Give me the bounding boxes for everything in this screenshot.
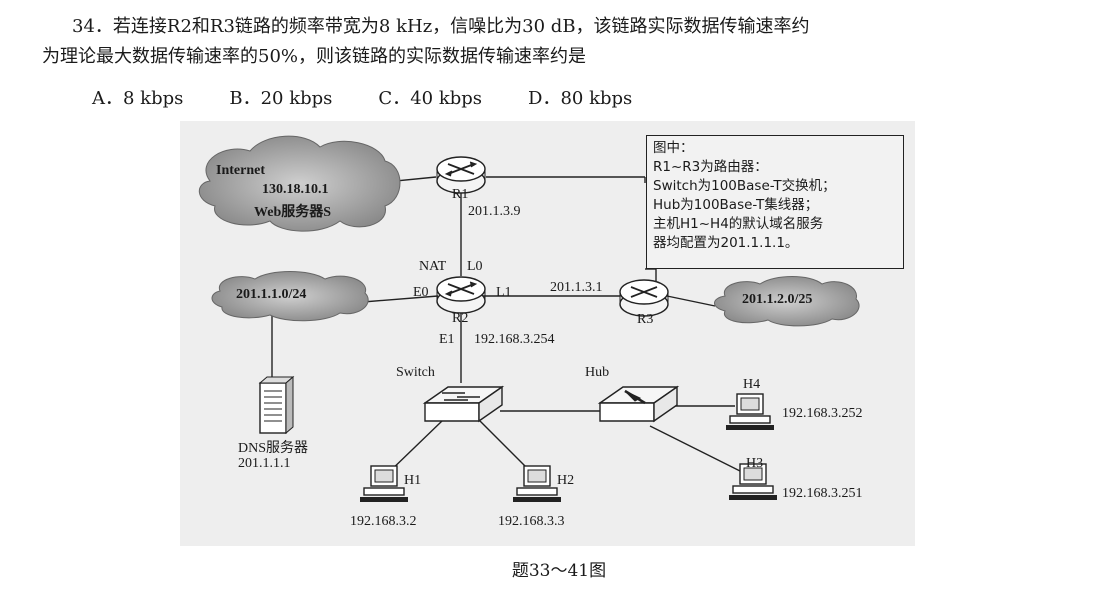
legend-box: 图中： R1~R3为路由器： Switch为100Base-T交换机； Hub为…	[646, 135, 904, 269]
h1-label: H1	[404, 473, 422, 488]
switch-label: Switch	[396, 365, 435, 380]
h2-label: H2	[557, 473, 575, 488]
r2-label: R2	[452, 311, 469, 326]
figure-caption: 题33～41图	[511, 561, 607, 581]
web-server-ip: 130.18.10.1	[262, 182, 329, 197]
router-r1-icon	[436, 156, 486, 194]
link-hub-h3	[649, 425, 741, 472]
r1-label: R1	[452, 187, 469, 202]
option-b[interactable]: B．20 kbps	[229, 88, 333, 109]
option-c[interactable]: C．40 kbps	[378, 88, 483, 109]
internet-cloud	[198, 135, 401, 232]
question-text: 34．若连接R2和R3链路的频率带宽为8 kHz，信噪比为30 dB，该链路实际…	[42, 12, 1082, 72]
switch-icon	[422, 385, 505, 423]
link-r3-net	[666, 295, 716, 307]
r1-ip-label: 201.1.3.9	[468, 204, 521, 219]
l0-label: L0	[467, 259, 483, 274]
host-h2-icon	[513, 465, 561, 502]
host-h3-icon	[729, 463, 777, 500]
l1-label: L1	[496, 285, 512, 300]
lan-cloud-left	[211, 271, 369, 322]
option-d[interactable]: D．80 kbps	[528, 88, 633, 109]
h1-ip-label: 192.168.3.2	[350, 514, 417, 529]
dns-server-icon	[258, 375, 295, 435]
h3-label: H3	[746, 456, 764, 471]
r2-e1-ip-label: 192.168.3.254	[474, 332, 555, 347]
r3-label: R3	[637, 312, 654, 327]
e1-label: E1	[439, 332, 455, 347]
h2-ip-label: 192.168.3.3	[498, 514, 565, 529]
net-right-label: 201.1.2.0/25	[742, 292, 813, 307]
legend-title: 图中：	[653, 140, 694, 156]
hub-icon	[597, 385, 680, 423]
net-left-label: 201.1.1.0/24	[236, 287, 307, 302]
dns-ip-label: 201.1.1.1	[238, 456, 291, 471]
router-r2-icon	[436, 276, 486, 314]
diagram-graphics	[198, 135, 860, 502]
question-line-1: 34．若连接R2和R3链路的频率带宽为8 kHz，信噪比为30 dB，该链路实际…	[72, 16, 810, 37]
question-line-2: 为理论最大数据传输速率的50%，则该链路的实际数据传输速率约是	[42, 46, 587, 67]
internet-label: Internet	[216, 163, 265, 178]
router-r3-icon	[619, 279, 669, 317]
answer-options: A．8 kbps B．20 kbps C．40 kbps D．80 kbps	[92, 84, 632, 110]
host-h4-icon	[726, 393, 774, 430]
host-h1-icon	[360, 465, 408, 502]
hub-label: Hub	[585, 365, 610, 380]
h4-ip-label: 192.168.3.252	[782, 406, 863, 421]
h4-label: H4	[743, 377, 761, 392]
legend-line: Switch为100Base-T交换机；	[653, 178, 836, 194]
r3-ip-label: 201.1.3.1	[550, 280, 603, 295]
link-r2-lan	[362, 295, 439, 303]
dns-label: DNS服务器	[238, 441, 309, 456]
network-diagram: 图中： R1~R3为路由器： Switch为100Base-T交换机； Hub为…	[180, 121, 915, 546]
legend-line: 器均配置为201.1.1.1。	[653, 235, 799, 251]
legend-line: 主机H1~H4的默认域名服务	[653, 216, 824, 232]
nat-label: NAT	[419, 259, 447, 274]
option-a[interactable]: A．8 kbps	[92, 88, 184, 109]
web-server-label: Web服务器S	[254, 205, 332, 220]
lan-cloud-right	[714, 276, 860, 327]
legend-line: R1~R3为路由器：	[653, 159, 768, 175]
legend-line: Hub为100Base-T集线器；	[653, 197, 819, 213]
h3-ip-label: 192.168.3.251	[782, 486, 863, 501]
e0-label: E0	[413, 285, 429, 300]
